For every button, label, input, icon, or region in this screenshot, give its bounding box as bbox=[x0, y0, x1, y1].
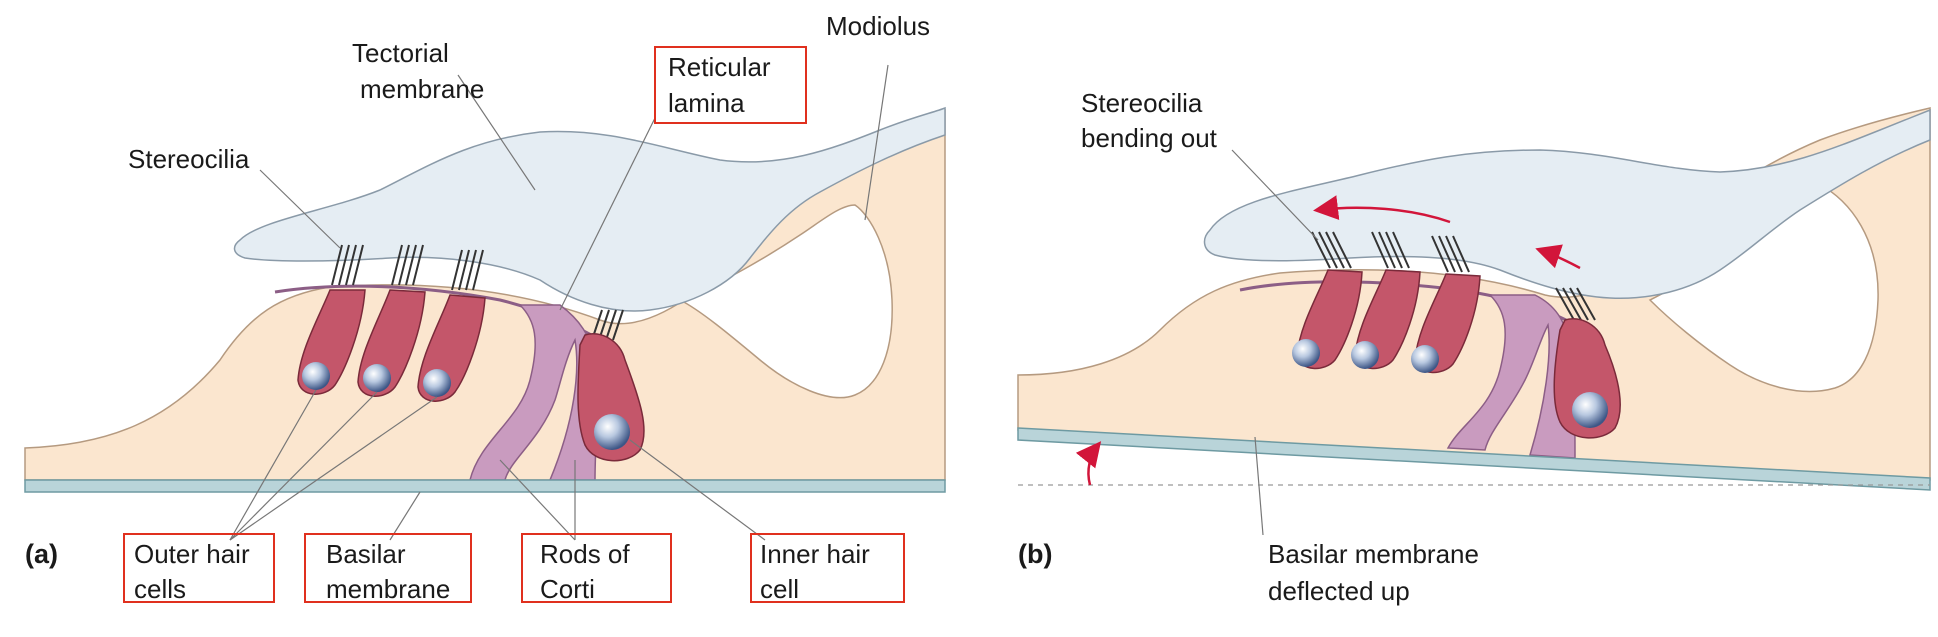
label-basilar-b-2: deflected up bbox=[1268, 576, 1410, 606]
panel-label-b: (b) bbox=[1018, 539, 1052, 569]
highlight-box-reticular bbox=[654, 46, 807, 124]
label-basilar-1: Basilar bbox=[326, 539, 406, 569]
label-outer-1: Outer hair bbox=[134, 539, 250, 569]
label-rods-2: Corti bbox=[540, 574, 595, 604]
leader-lines-b bbox=[1231, 149, 1319, 536]
highlight-box-basilar bbox=[304, 533, 472, 603]
label-inner-2: cell bbox=[760, 574, 799, 604]
label-basilar-b-1: Basilar membrane bbox=[1268, 539, 1479, 569]
label-tectorial-2: membrane bbox=[360, 74, 484, 104]
basilar-membrane bbox=[24, 479, 946, 493]
stereocilia-bundles-b bbox=[1311, 231, 1596, 321]
deflection-arrow bbox=[1075, 441, 1102, 486]
basilar-membrane-b bbox=[1017, 427, 1931, 491]
label-reticular-2: lamina bbox=[668, 88, 745, 118]
panel-b: Stereocilia bending out (b) Basilar memb… bbox=[1017, 88, 1931, 606]
panel-label-a: (a) bbox=[25, 539, 58, 569]
inner-sulcus-space bbox=[678, 204, 893, 399]
outer-hair-cells-b bbox=[1292, 269, 1481, 374]
tectorial-membrane-b bbox=[1203, 108, 1931, 299]
highlight-box-outer bbox=[123, 533, 275, 603]
label-stereo-b-2: bending out bbox=[1081, 123, 1218, 153]
label-inner-1: Inner hair bbox=[760, 539, 870, 569]
label-basilar-2: membrane bbox=[326, 574, 450, 604]
shear-arrow-left bbox=[1313, 195, 1451, 224]
panel-a: Tectorial membrane Reticular lamina Modi… bbox=[24, 11, 946, 604]
label-stereocilia: Stereocilia bbox=[128, 144, 250, 174]
leader-lines bbox=[229, 64, 889, 541]
outer-hair-cells bbox=[297, 289, 486, 402]
highlight-box-inner bbox=[750, 533, 905, 603]
inner-hair-cell bbox=[577, 333, 645, 462]
shear-arrow-right bbox=[1535, 244, 1581, 270]
label-tectorial-1: Tectorial bbox=[352, 38, 449, 68]
label-rods-1: Rods of bbox=[540, 539, 630, 569]
label-outer-2: cells bbox=[134, 574, 186, 604]
label-reticular-1: Reticular bbox=[668, 52, 771, 82]
highlight-box-rods bbox=[521, 533, 672, 603]
label-modiolus: Modiolus bbox=[826, 11, 930, 41]
inner-hair-cell-b bbox=[1553, 318, 1621, 439]
tectorial-membrane bbox=[233, 106, 946, 312]
label-stereo-b-1: Stereocilia bbox=[1081, 88, 1203, 118]
